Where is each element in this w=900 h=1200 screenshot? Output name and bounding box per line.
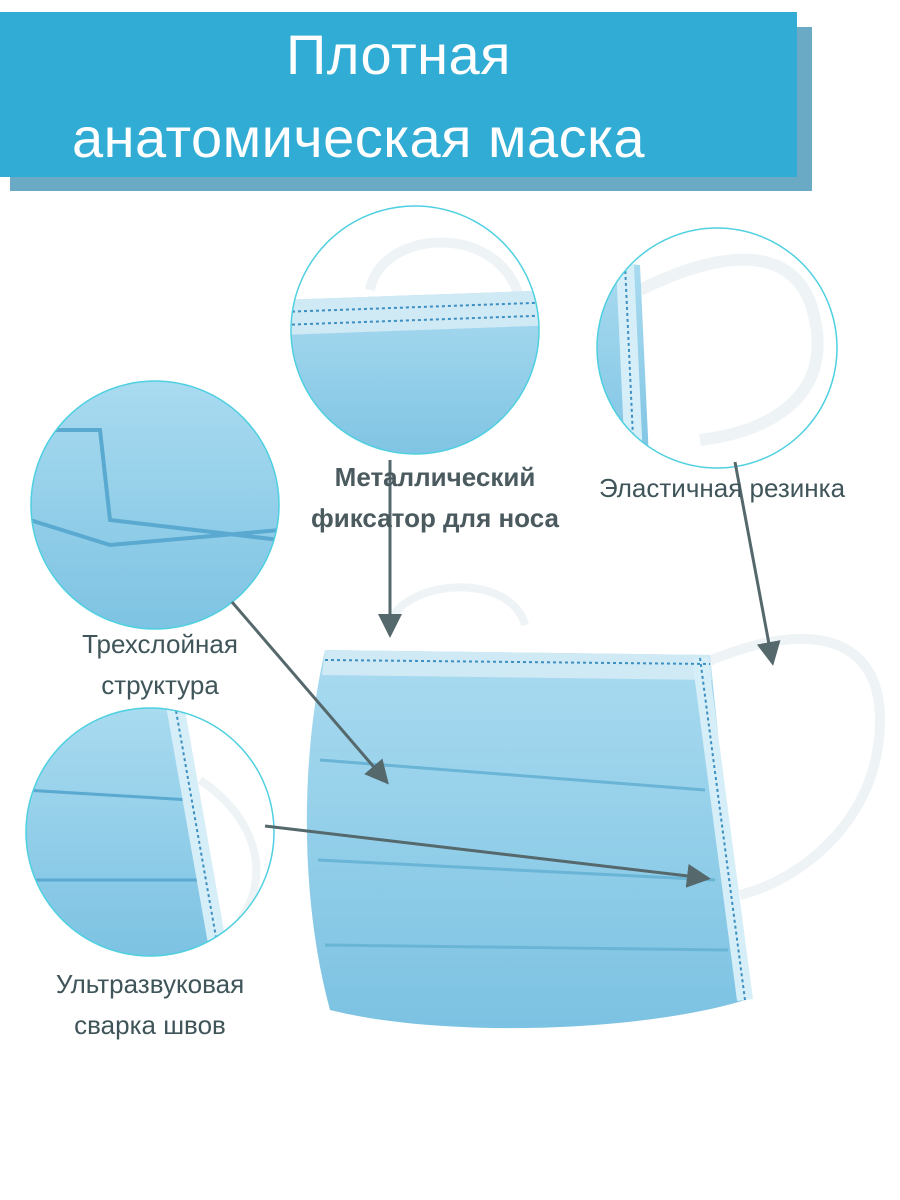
detail-circle-layers [30,380,280,630]
label-welding: Ультразвуковая сварка швов [20,964,280,1046]
arrow-layers [230,601,389,785]
label-layers-line-1: Трехслойная [82,629,238,659]
label-ear-loop: Эластичная резинка [598,473,846,503]
detail-circle-welding [25,707,275,957]
label-welding-line-2: сварка швов [74,1010,226,1040]
label-nose-clip-line-1: Металлический [334,462,536,492]
main-mask [306,583,886,1029]
label-layers-line-2: структура [101,670,219,700]
arrow-ear-loop [733,461,781,666]
title-line-2: анатомическая маска [71,106,646,169]
detail-circle-ear-loop [596,227,838,469]
label-layers: Трехслойная структура [40,624,280,706]
title-banner [0,12,797,177]
detail-circle-nose-clip [290,205,540,455]
label-nose-clip-line-2: фиксатор для носа [311,503,559,533]
arrow-welding [264,824,711,888]
label-welding-line-1: Ультразвуковая [55,969,245,999]
label-nose-clip: Металлический фиксатор для носа [295,457,575,539]
title-line-1: Плотная [285,23,511,86]
